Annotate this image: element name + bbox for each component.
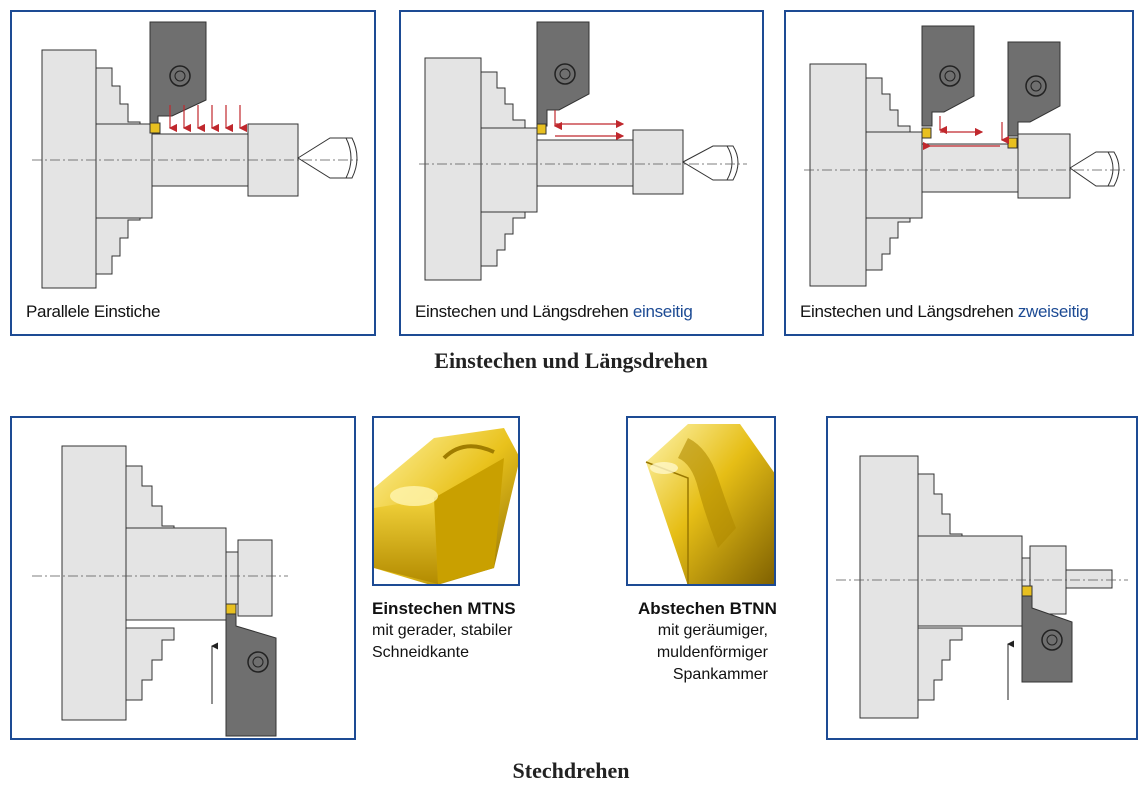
workpiece-shoulder [95, 123, 153, 219]
section-title-bottom: Stechdrehen [512, 758, 630, 783]
tailstock-center [297, 137, 358, 179]
parting-diagram [836, 455, 1128, 719]
insert-photo-btnn [626, 416, 776, 586]
panel-parallele-einstiche: Parallele Einstiche [10, 10, 376, 336]
mtns-insert-image [374, 428, 518, 584]
panel-zweiseitig: Einstechen und Längsdrehen zweiseitig [784, 10, 1134, 336]
lathe-diagram [419, 21, 747, 281]
insert-info-btnn: Abstechen BTNN mit geräumiger, muldenför… [638, 599, 777, 683]
btnn-insert-image [645, 424, 774, 584]
section-title-top: Einstechen und Längsdrehen [434, 348, 708, 373]
insert-tip [536, 123, 547, 135]
insert-title: Abstechen BTNN [638, 599, 777, 618]
insert-info-mtns: Einstechen MTNS mit gerader, stabiler Sc… [372, 599, 516, 661]
panel-stechdrehen-left [10, 416, 356, 740]
panel-caption: Einstechen und Längsdrehen zweiseitig [800, 302, 1089, 321]
plunge-arrows [168, 105, 248, 133]
parting-diagram [32, 445, 288, 737]
panel-stechdrehen-right [826, 416, 1138, 740]
lathe-diagram [804, 25, 1126, 287]
panel-caption: Einstechen und Längsdrehen einseitig [415, 302, 693, 321]
panel-einseitig: Einstechen und Längsdrehen einseitig [399, 10, 764, 336]
insert-tip [149, 122, 161, 134]
insert-title: Einstechen MTNS [372, 599, 516, 618]
chuck-body [41, 49, 97, 289]
panel-caption: Parallele Einstiche [26, 302, 161, 321]
lathe-diagram [32, 21, 358, 289]
insert-photo-mtns [372, 416, 520, 586]
